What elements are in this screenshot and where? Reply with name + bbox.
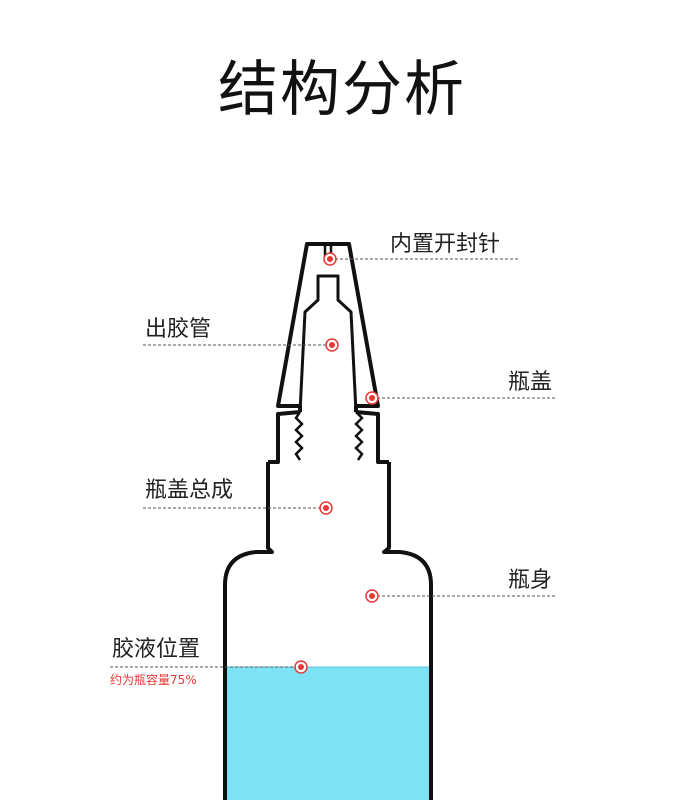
label-glue-level-note: 约为瓶容量75% [110,673,197,687]
leader-lines [110,258,556,668]
label-body: 瓶身 [508,568,553,593]
label-cap-assembly: 瓶盖总成 [145,478,234,503]
marker-cap-assembly [319,501,333,515]
label-cap: 瓶盖 [508,370,553,395]
bottle-body-outline [223,462,433,800]
thread-right [354,411,364,461]
marker-seal-pin [323,252,337,266]
cap-outline [276,242,380,412]
label-nozzle: 出胶管 [145,317,212,342]
marker-cap [365,391,379,405]
page-title: 结构分析 [218,55,466,125]
marker-nozzle [325,338,339,352]
label-seal-pin: 内置开封针 [390,232,501,257]
marker-body [365,589,379,603]
cap-assembly-outline [268,410,389,464]
marker-glue-level [294,660,308,674]
thread-left [294,411,304,461]
markers [294,252,379,674]
glue-liquid [225,667,431,800]
label-glue-level: 胶液位置 [112,637,201,662]
nozzle-outline [298,274,358,413]
